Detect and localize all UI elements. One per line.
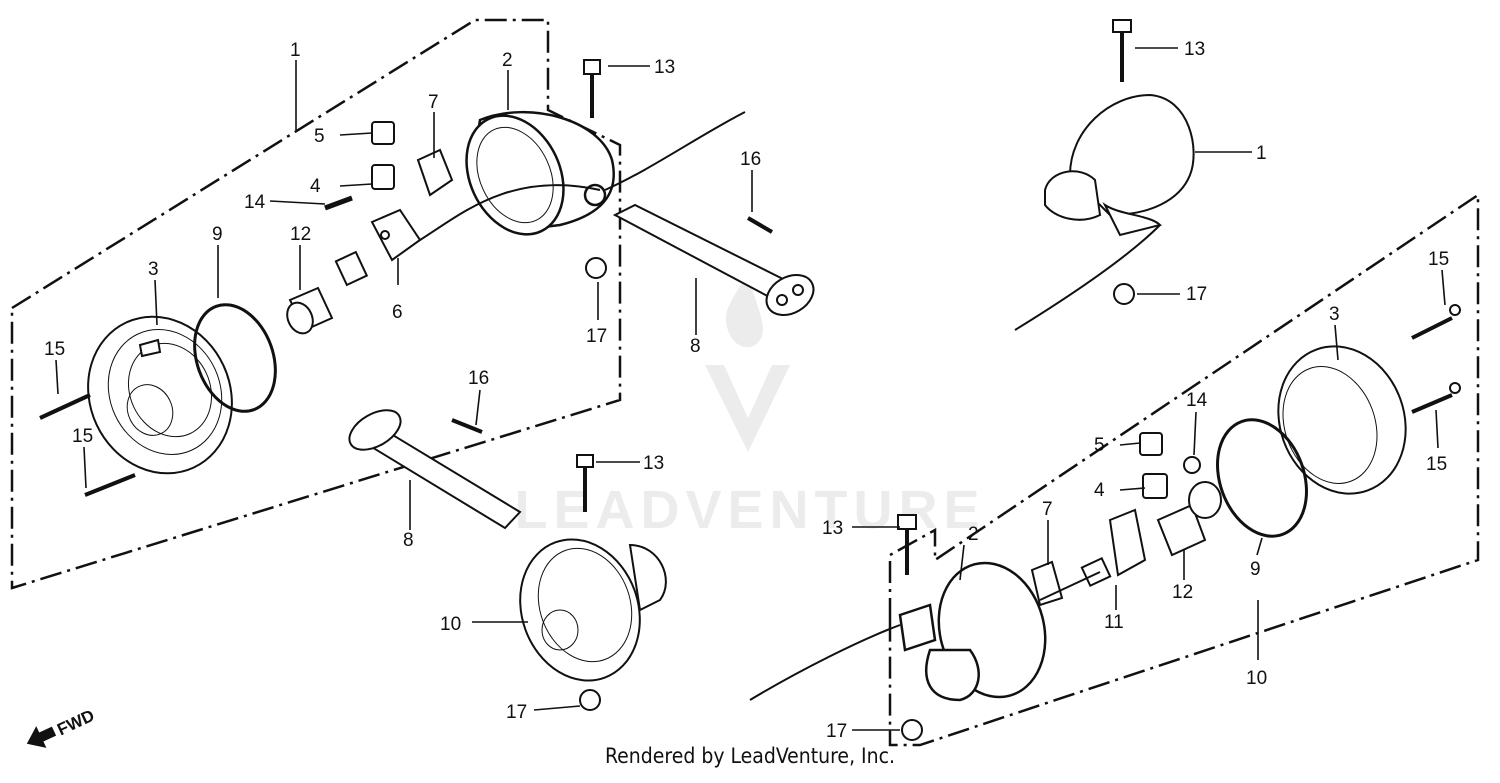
callout-left-17b: 17 — [506, 702, 527, 723]
lower-nut-17 — [579, 689, 601, 711]
callout-left-4: 4 — [310, 176, 321, 197]
left-clip-5 — [371, 121, 395, 145]
right-top-nut-17 — [1113, 283, 1135, 305]
callout-right-11: 11 — [1104, 612, 1124, 633]
lower-lamp-10 — [519, 538, 667, 682]
right-top-bolt-13-head — [1112, 19, 1132, 33]
left-clip-7 — [416, 148, 454, 197]
callout-left-16a: 16 — [740, 149, 761, 170]
callout-right-10: 10 — [1246, 668, 1267, 689]
left-screw-14 — [324, 195, 353, 211]
callout-right-9: 9 — [1250, 559, 1261, 580]
left-nut-17-upper — [585, 257, 607, 279]
right-gasket — [1216, 418, 1308, 538]
right-bolt-13-head — [897, 514, 917, 530]
right-clip-4 — [1142, 473, 1168, 499]
callout-right-17a: 17 — [1186, 284, 1207, 305]
left-bulb — [286, 286, 334, 335]
callout-right-4: 4 — [1094, 480, 1105, 501]
callout-right-5: 5 — [1094, 435, 1105, 456]
callout-left-8a: 8 — [690, 336, 701, 357]
callout-left-17a: 17 — [586, 326, 607, 347]
callout-left-5: 5 — [314, 126, 325, 147]
lower-screw-16 — [451, 418, 483, 434]
callout-right-15b: 15 — [1426, 454, 1447, 475]
callout-right-17b: 17 — [826, 721, 847, 742]
callout-right-12: 12 — [1172, 582, 1193, 603]
leader-lines — [55, 47, 1446, 731]
callout-right-14: 14 — [1186, 390, 1208, 411]
left-housing — [465, 111, 615, 236]
callout-left-6: 6 — [392, 302, 403, 323]
right-top-lamp-wire — [1014, 224, 1161, 331]
callout-right-13a: 13 — [1184, 39, 1205, 60]
callout-right-15a: 15 — [1428, 249, 1449, 270]
callout-left-14: 14 — [244, 192, 266, 213]
callout-left-8b: 8 — [403, 530, 414, 551]
right-wire — [749, 571, 1101, 701]
left-clip-4 — [371, 164, 395, 190]
callout-labels: 1 2 3 4 5 6 7 8 8 9 10 12 13 13 14 15 15… — [44, 39, 1449, 742]
callout-left-15b: 15 — [72, 426, 93, 447]
footer-credit: Rendered by LeadVenture, Inc. — [605, 744, 895, 768]
callout-left-7: 7 — [428, 92, 439, 113]
callout-right-3: 3 — [1329, 304, 1340, 325]
right-screw-15-b — [1411, 393, 1453, 414]
callout-right-7: 7 — [1042, 499, 1053, 520]
left-screw-16-upper — [746, 216, 774, 234]
lower-stay-8 — [348, 409, 522, 530]
callout-right-1: 1 — [1256, 143, 1267, 164]
callout-left-3: 3 — [148, 259, 159, 280]
right-nut-17 — [901, 719, 923, 741]
watermark-logo-icon — [705, 270, 790, 452]
right-housing — [898, 561, 1047, 702]
fwd-label: FWD — [54, 706, 97, 740]
right-screw-14 — [1183, 456, 1201, 474]
lower-bolt-13-head — [576, 454, 594, 468]
right-top-lamp-1 — [1044, 93, 1195, 237]
left-lens — [87, 315, 233, 475]
left-bolt-13-upper-head — [583, 59, 601, 75]
right-screw-15-a — [1411, 316, 1453, 340]
callout-left-16b: 16 — [468, 368, 489, 389]
left-gasket — [193, 303, 277, 413]
callout-left-13b: 13 — [643, 453, 664, 474]
right-screw-15-a-head — [1449, 304, 1461, 316]
left-screw-15-b — [84, 473, 136, 497]
left-wire — [419, 111, 746, 241]
left-socket — [334, 208, 422, 287]
callout-left-15a: 15 — [44, 339, 65, 360]
right-clip-5 — [1139, 432, 1163, 456]
callout-left-1: 1 — [290, 40, 301, 61]
upper-stay-8 — [612, 203, 815, 316]
left-screw-15-a — [39, 393, 91, 420]
callout-right-13b: 13 — [822, 518, 843, 539]
callout-right-2: 2 — [968, 524, 979, 545]
callout-left-2: 2 — [502, 50, 513, 71]
right-screw-15-b-head — [1449, 382, 1461, 394]
callout-left-10: 10 — [440, 614, 461, 635]
right-socket-11 — [1080, 508, 1147, 588]
callout-left-9: 9 — [212, 224, 223, 245]
right-lens — [1277, 345, 1407, 495]
callout-left-13a: 13 — [654, 57, 675, 78]
callout-left-12: 12 — [290, 224, 311, 245]
right-bulb — [1156, 481, 1222, 557]
